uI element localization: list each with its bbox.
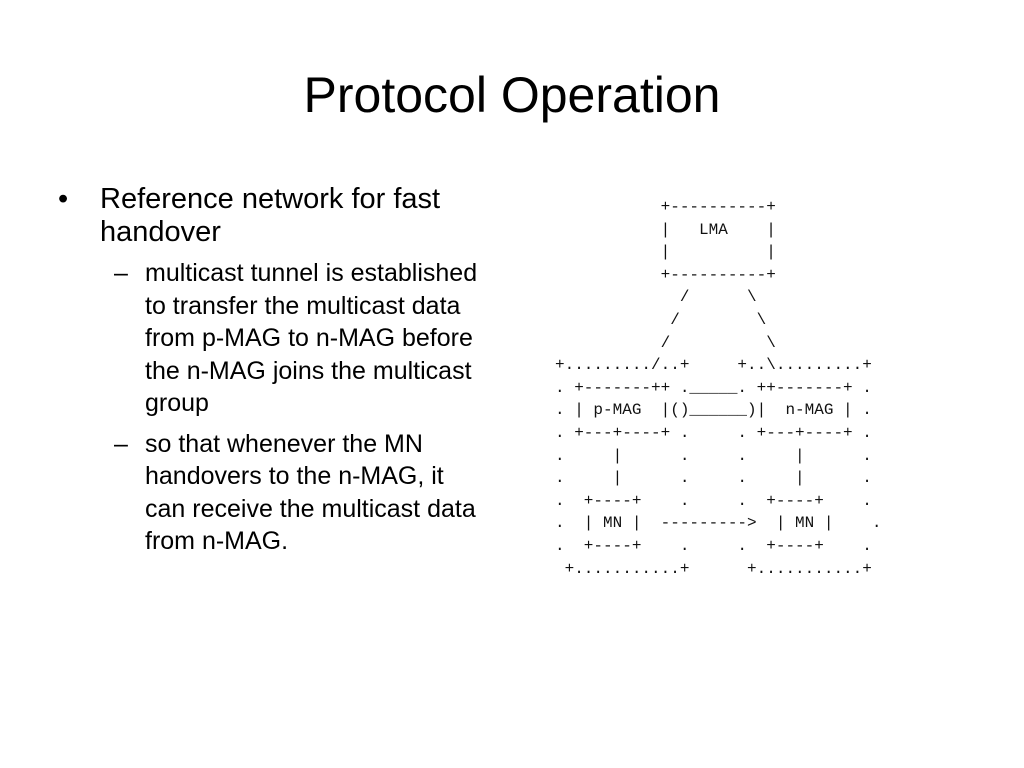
sub-bullet-marker: – — [114, 259, 128, 287]
sub-bullet-text: so that whenever the MN handovers to the… — [145, 429, 476, 556]
bullet-text: Reference network for fast handover — [100, 183, 441, 248]
sub-bullet-text: multicast tunnel is established to trans… — [145, 259, 478, 417]
sub-bullet-marker: – — [114, 429, 128, 458]
slide-title: Protocol Operation — [303, 67, 721, 123]
sub-bullet-item: – multicast tunnel is established to tra… — [114, 257, 488, 420]
network-diagram: +----------+ | LMA | | | +----------+ / … — [555, 198, 882, 578]
bullet-list: • Reference network for fast handover – … — [58, 183, 488, 566]
bullet-item: • Reference network for fast handover — [58, 183, 488, 249]
sub-bullet-item: – so that whenever the MN handovers to t… — [114, 428, 488, 558]
sub-bullet-list: – multicast tunnel is established to tra… — [58, 257, 488, 558]
bullet-marker: • — [58, 183, 69, 215]
